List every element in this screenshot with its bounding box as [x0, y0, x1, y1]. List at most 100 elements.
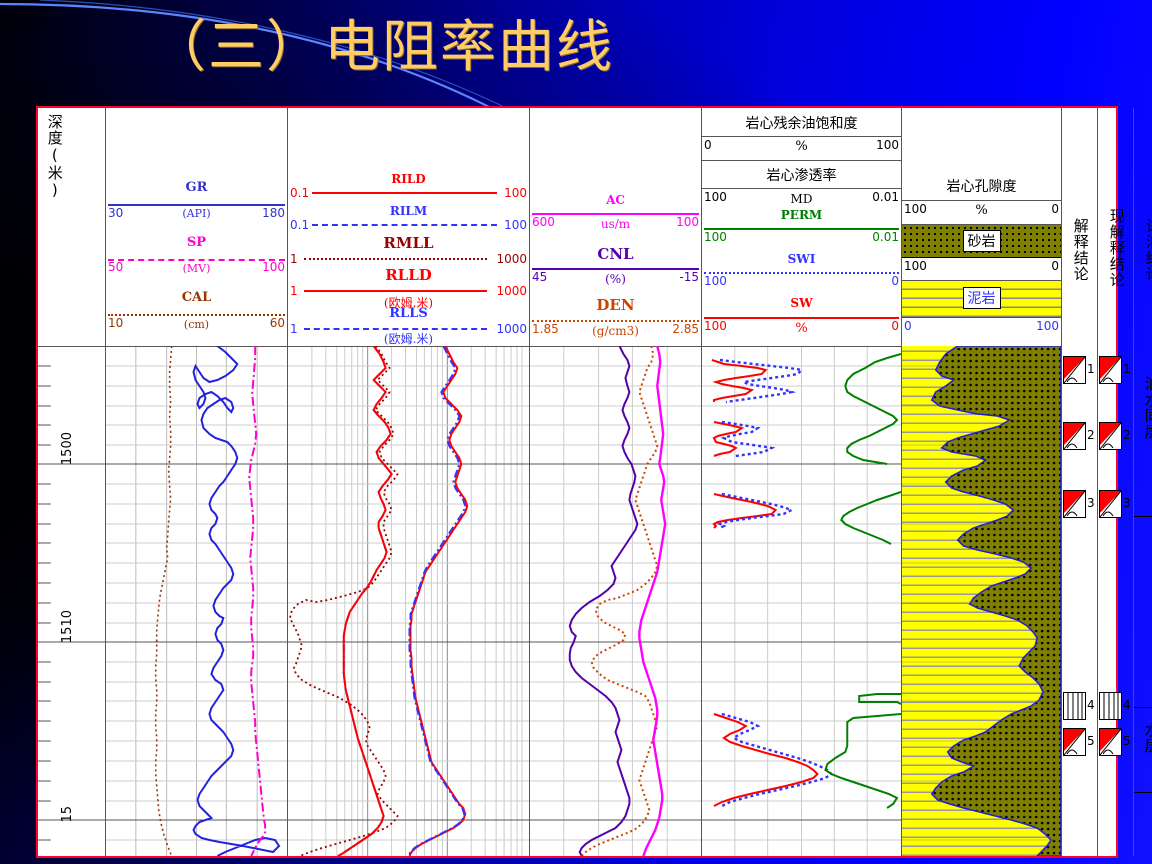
layer-number-2: 2	[1087, 428, 1095, 442]
depth-label-1510: 1510	[60, 610, 75, 644]
current-layer-symbol-2[interactable]	[1099, 422, 1122, 450]
curve-max-rlld: 1000	[496, 284, 527, 298]
track-3-header: AC 600 100 us/m CNL 45 -15 (%) DEN 1.85 …	[530, 108, 701, 346]
oil-test-cell-2[interactable]: 水层	[1134, 708, 1152, 793]
track-4-header: 岩心残余油饱和度 0 100 % 岩心渗透率 100 0.01 MD PERM …	[702, 108, 901, 346]
depth-label-1520: 15	[60, 806, 75, 823]
curve-unit-cal: (cm)	[183, 318, 210, 331]
curve-sample-den	[532, 320, 699, 322]
curve-max-sw: 0	[891, 319, 899, 333]
porosity-min: 100	[904, 202, 927, 216]
porosity-max: 0	[1051, 202, 1059, 216]
curve-label-rilm: RILM	[389, 204, 428, 218]
curve-rlld-deep	[408, 346, 469, 856]
curve-min-swi: 100	[704, 274, 727, 288]
curve-max-gr: 180	[262, 206, 285, 220]
curve-unit-rlls: (欧姆.米)	[383, 332, 434, 346]
current-layer-symbol-5[interactable]	[1099, 728, 1122, 756]
curve-max-sp: 100	[262, 260, 285, 274]
curve-sample-perm	[704, 228, 899, 230]
track-1-header: GR 30 180 (API) SP 50 100 (MV) CAL 10 60…	[106, 108, 287, 346]
core-perm-max: 0.01	[872, 190, 899, 204]
curve-cnl	[568, 346, 639, 856]
curve-sample-cnl	[532, 268, 699, 270]
lithology-legend-sandstone: 砂岩	[902, 225, 1061, 258]
curve-min-den: 1.85	[532, 322, 559, 336]
curve-unit-ac: us/m	[600, 217, 631, 231]
current-interpretation-header-label: 现解释结论	[1107, 208, 1126, 288]
oil-test-column: 试油结论 油水同层 水层	[1134, 108, 1152, 856]
current-layer-symbol-1[interactable]	[1099, 356, 1122, 384]
current-interpretation-column: 现解释结论 1 2 3	[1098, 108, 1134, 856]
oil-test-cell-1[interactable]: 油水同层	[1134, 346, 1152, 517]
current-layer-number-4: 4	[1123, 698, 1131, 712]
curve-rlls-shallow	[407, 346, 467, 856]
curve-min-rild: 0.1	[290, 186, 310, 200]
oil-test-body: 油水同层 水层	[1134, 346, 1152, 856]
curve-sample-sw	[704, 317, 899, 319]
curve-perm	[844, 353, 901, 465]
layer-symbol-2[interactable]	[1063, 422, 1086, 450]
curve-unit-gr: (API)	[182, 207, 211, 220]
curve-max-rild: 100	[504, 186, 527, 200]
oil-test-cell-blank[interactable]	[1134, 517, 1152, 708]
layer-symbol-3[interactable]	[1063, 490, 1086, 518]
depth-track-body: 1500 1510 15	[38, 346, 105, 856]
curve-sw	[711, 359, 768, 402]
porosity-unit: %	[975, 203, 988, 218]
curve-label-sw: SW	[790, 296, 813, 310]
mud-scale-min: 0	[904, 319, 912, 333]
layer-symbol-5[interactable]	[1063, 728, 1086, 756]
curve-max-rilm: 100	[504, 218, 527, 232]
curve-ac	[638, 346, 667, 856]
depth-track: 深度(米)	[38, 108, 106, 856]
curve-min-cnl: 45	[532, 270, 548, 284]
sand-scale-min: 100	[904, 259, 927, 273]
oil-test-header: 试油结论	[1134, 108, 1152, 346]
curve-max-rlls: 1000	[496, 322, 527, 336]
depth-header-label: 深度(米)	[45, 114, 64, 200]
header-separator-3	[702, 188, 901, 189]
curve-label-rlld: RLLD	[385, 266, 432, 284]
curve-label-gr: GR	[185, 180, 208, 195]
porosity-separator-bottom	[902, 224, 1061, 225]
sand-separator	[902, 280, 1061, 281]
current-layer-symbol-3[interactable]	[1099, 490, 1122, 518]
curve-sw-3	[712, 493, 778, 529]
lithology-fill-sandstone	[930, 346, 1061, 856]
curve-max-rmll: 1000	[496, 252, 527, 266]
layer-number-5: 5	[1087, 734, 1095, 748]
curve-swi-3	[716, 492, 795, 530]
curve-sample-rilm	[312, 224, 497, 226]
curve-swi-4	[721, 712, 834, 808]
header-separator-1	[702, 136, 901, 137]
lithology-legend-mudstone: 泥岩	[902, 281, 1061, 318]
curve-label-rlls: RLLS	[389, 306, 428, 321]
layer-number-1: 1	[1087, 362, 1095, 376]
page-title: （三）电阻率曲线	[150, 15, 614, 80]
track-2: RILD 0.1 100 RILM 0.1 100 RMLL 1 1000 RL…	[288, 108, 530, 856]
current-layer-number-1: 1	[1123, 362, 1131, 376]
well-log-chart: 深度(米)	[36, 106, 1152, 858]
curve-sample-cal	[108, 314, 285, 316]
curve-unit-cnl: (%)	[605, 272, 626, 286]
lithology-label-sandstone: 砂岩	[962, 230, 1001, 252]
oil-test-result-2: 水层	[1142, 722, 1152, 754]
current-interpretation-body: 1 2 3 4 5	[1098, 346, 1133, 856]
curve-max-swi: 0	[891, 274, 899, 288]
curve-min-rilm: 0.1	[290, 218, 310, 232]
track-2-header: RILD 0.1 100 RILM 0.1 100 RMLL 1 1000 RL…	[288, 108, 529, 346]
curve-unit-rlld: (欧姆.米)	[383, 296, 434, 310]
layer-symbol-1[interactable]	[1063, 356, 1086, 384]
curve-sample-rild	[312, 192, 497, 194]
curve-label-cal: CAL	[181, 290, 212, 305]
current-layer-symbol-4[interactable]	[1099, 692, 1122, 720]
layer-symbol-4[interactable]	[1063, 692, 1086, 720]
curve-den	[580, 346, 659, 856]
oil-test-result-1: 油水同层	[1142, 376, 1152, 440]
track-3: AC 600 100 us/m CNL 45 -15 (%) DEN 1.85 …	[530, 108, 702, 856]
curve-cal	[154, 346, 173, 856]
curve-max-ac: 100	[676, 215, 699, 229]
curve-unit-den: (g/cm3)	[592, 324, 639, 338]
